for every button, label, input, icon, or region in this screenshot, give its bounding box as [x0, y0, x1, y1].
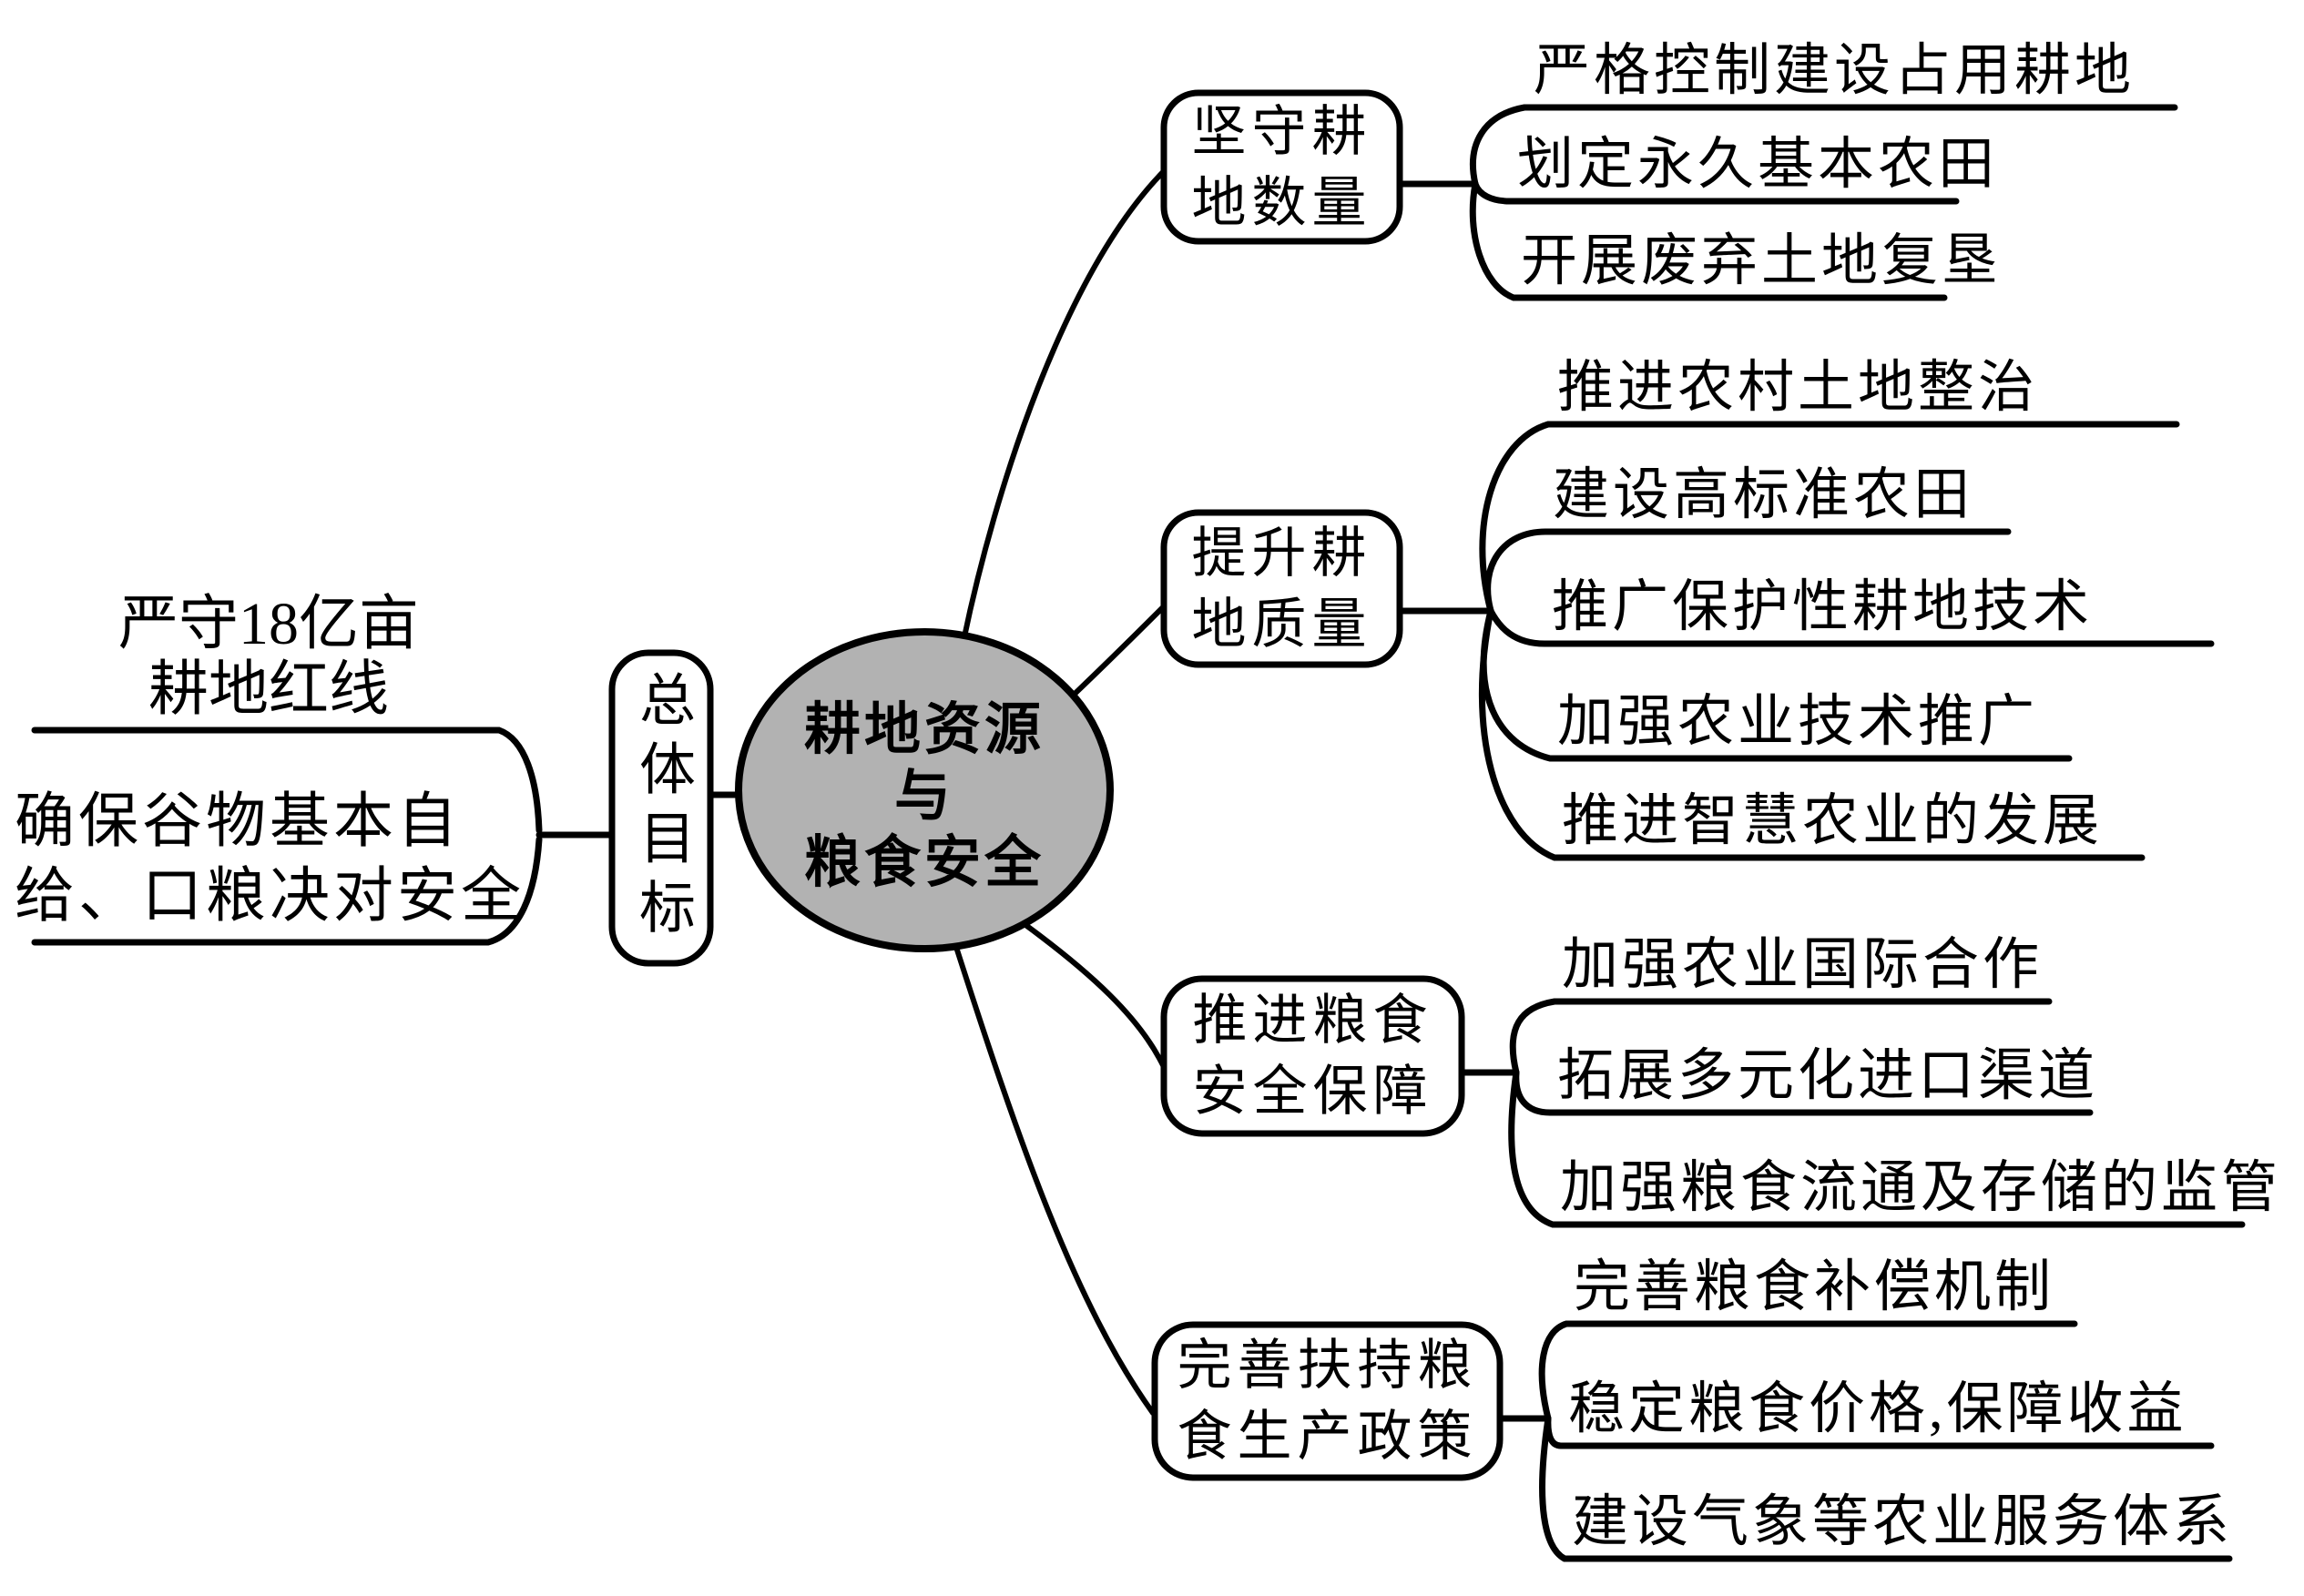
branch-2-label-line-1: 提升耕 [1191, 523, 1372, 584]
ellipse-branch-3-curve [1015, 917, 1167, 1070]
branch-3-node-box [1160, 975, 1465, 1137]
branch-2-child-1-label: 推进农村土地整治 [1557, 357, 2039, 419]
branch-2-child-5-underline [1478, 607, 2146, 861]
center-topic-line-1: 耕地资源 [803, 699, 1045, 761]
ellipse-branch-1-curve [961, 168, 1167, 644]
branch-1-child-3-label: 开展废弃土地复垦 [1521, 230, 2003, 292]
branch-2-child-1-underline [1479, 421, 2180, 615]
branch-1-node-label: 坚守耕 地数量 [1164, 93, 1400, 241]
goal-item-2-line-2: 给、口粮决对安全 [15, 863, 525, 930]
branch-2-child-2-label: 建设高标准农田 [1553, 464, 1974, 526]
goal-item-1-line-1: 严守18亿亩 [118, 591, 419, 657]
goal-node-label: 总体目标 [630, 669, 692, 947]
branch-3-child-1-underline [1509, 998, 2053, 1076]
branch-4-child-3-underline [1539, 1415, 2233, 1562]
branch-2-node-box [1160, 509, 1403, 668]
goal-item-2-line-1: 确保谷物基本自 [15, 788, 461, 855]
branch-2-child-2-underline [1484, 528, 2012, 615]
branch-4-node-box [1151, 1321, 1504, 1481]
branch-3-child-3-label: 加强粮食流通及存储的监管 [1560, 1157, 2282, 1219]
branch-4-child-1-label: 完善粮食补偿机制 [1574, 1256, 2055, 1318]
center-topic-line-3: 粮食安全 [803, 832, 1045, 894]
branch-3-child-3-underline [1508, 1069, 2246, 1228]
branch-2-label-line-2: 地质量 [1191, 594, 1372, 655]
goal-item-1-line-2: 耕地红线 [148, 656, 389, 723]
branch-1-child-3-underline [1469, 180, 1948, 301]
branch-4-child-3-label: 建设气象等农业服务体系 [1572, 1491, 2234, 1553]
branch-2-node-label: 提升耕 地质量 [1164, 513, 1400, 665]
branch-3-label-line-1: 推进粮食 [1192, 991, 1433, 1051]
ellipse-branch-4-curve [952, 939, 1156, 1416]
branch-4-child-2-label: 稳定粮食价格,保障收益 [1568, 1378, 2187, 1440]
branch-3-label-line-2: 安全保障 [1192, 1062, 1433, 1122]
goal-item-2-label: 确保谷物基本自 给、口粮决对安全 [15, 785, 543, 934]
branch-2-child-4-label: 加强农业技术推广 [1557, 691, 2039, 753]
branch-1-node-box [1160, 89, 1403, 245]
branch-1-label-line-2: 地数量 [1191, 172, 1372, 233]
branch-2-child-3-underline [1487, 607, 2215, 647]
ellipse-branch-2-curve [1070, 604, 1167, 698]
branch-3-node-label: 推进粮食 安全保障 [1164, 979, 1462, 1133]
branch-3-child-2-label: 拓展多元化进口渠道 [1557, 1045, 2099, 1107]
branch-1-label-line-1: 坚守耕 [1191, 101, 1372, 162]
branch-4-child-1-underline [1538, 1320, 2078, 1422]
branch-3-child-1-label: 加强农业国际合作 [1562, 934, 2044, 996]
goal-item-1-label: 严守18亿亩 耕地红线 [35, 592, 503, 723]
branch-4-node-label: 完善扶持粮 食生产政策 [1155, 1325, 1500, 1478]
branch-4-label-line-1: 完善扶持粮 [1177, 1336, 1478, 1396]
center-topic-label: 耕地资源 与 粮食安全 [739, 697, 1110, 897]
center-topic-ellipse [735, 628, 1114, 952]
goal-node-box [608, 649, 714, 967]
goal-item-2-underline [31, 836, 543, 946]
branch-2-child-3-label: 推广保护性耕地技术 [1552, 576, 2094, 638]
branch-1-child-1-label: 严格控制建设占用耕地 [1534, 40, 2136, 102]
branch-1-child-1-underline [1469, 104, 2178, 188]
center-topic-line-2: 与 [893, 766, 954, 828]
branch-1-child-2-label: 划定永久基本农田 [1517, 134, 1999, 196]
branch-4-label-line-2: 食生产政策 [1177, 1407, 1478, 1467]
goal-item-1-underline [31, 727, 543, 834]
branch-2-child-5-label: 推进智慧农业的发展 [1562, 790, 2104, 852]
